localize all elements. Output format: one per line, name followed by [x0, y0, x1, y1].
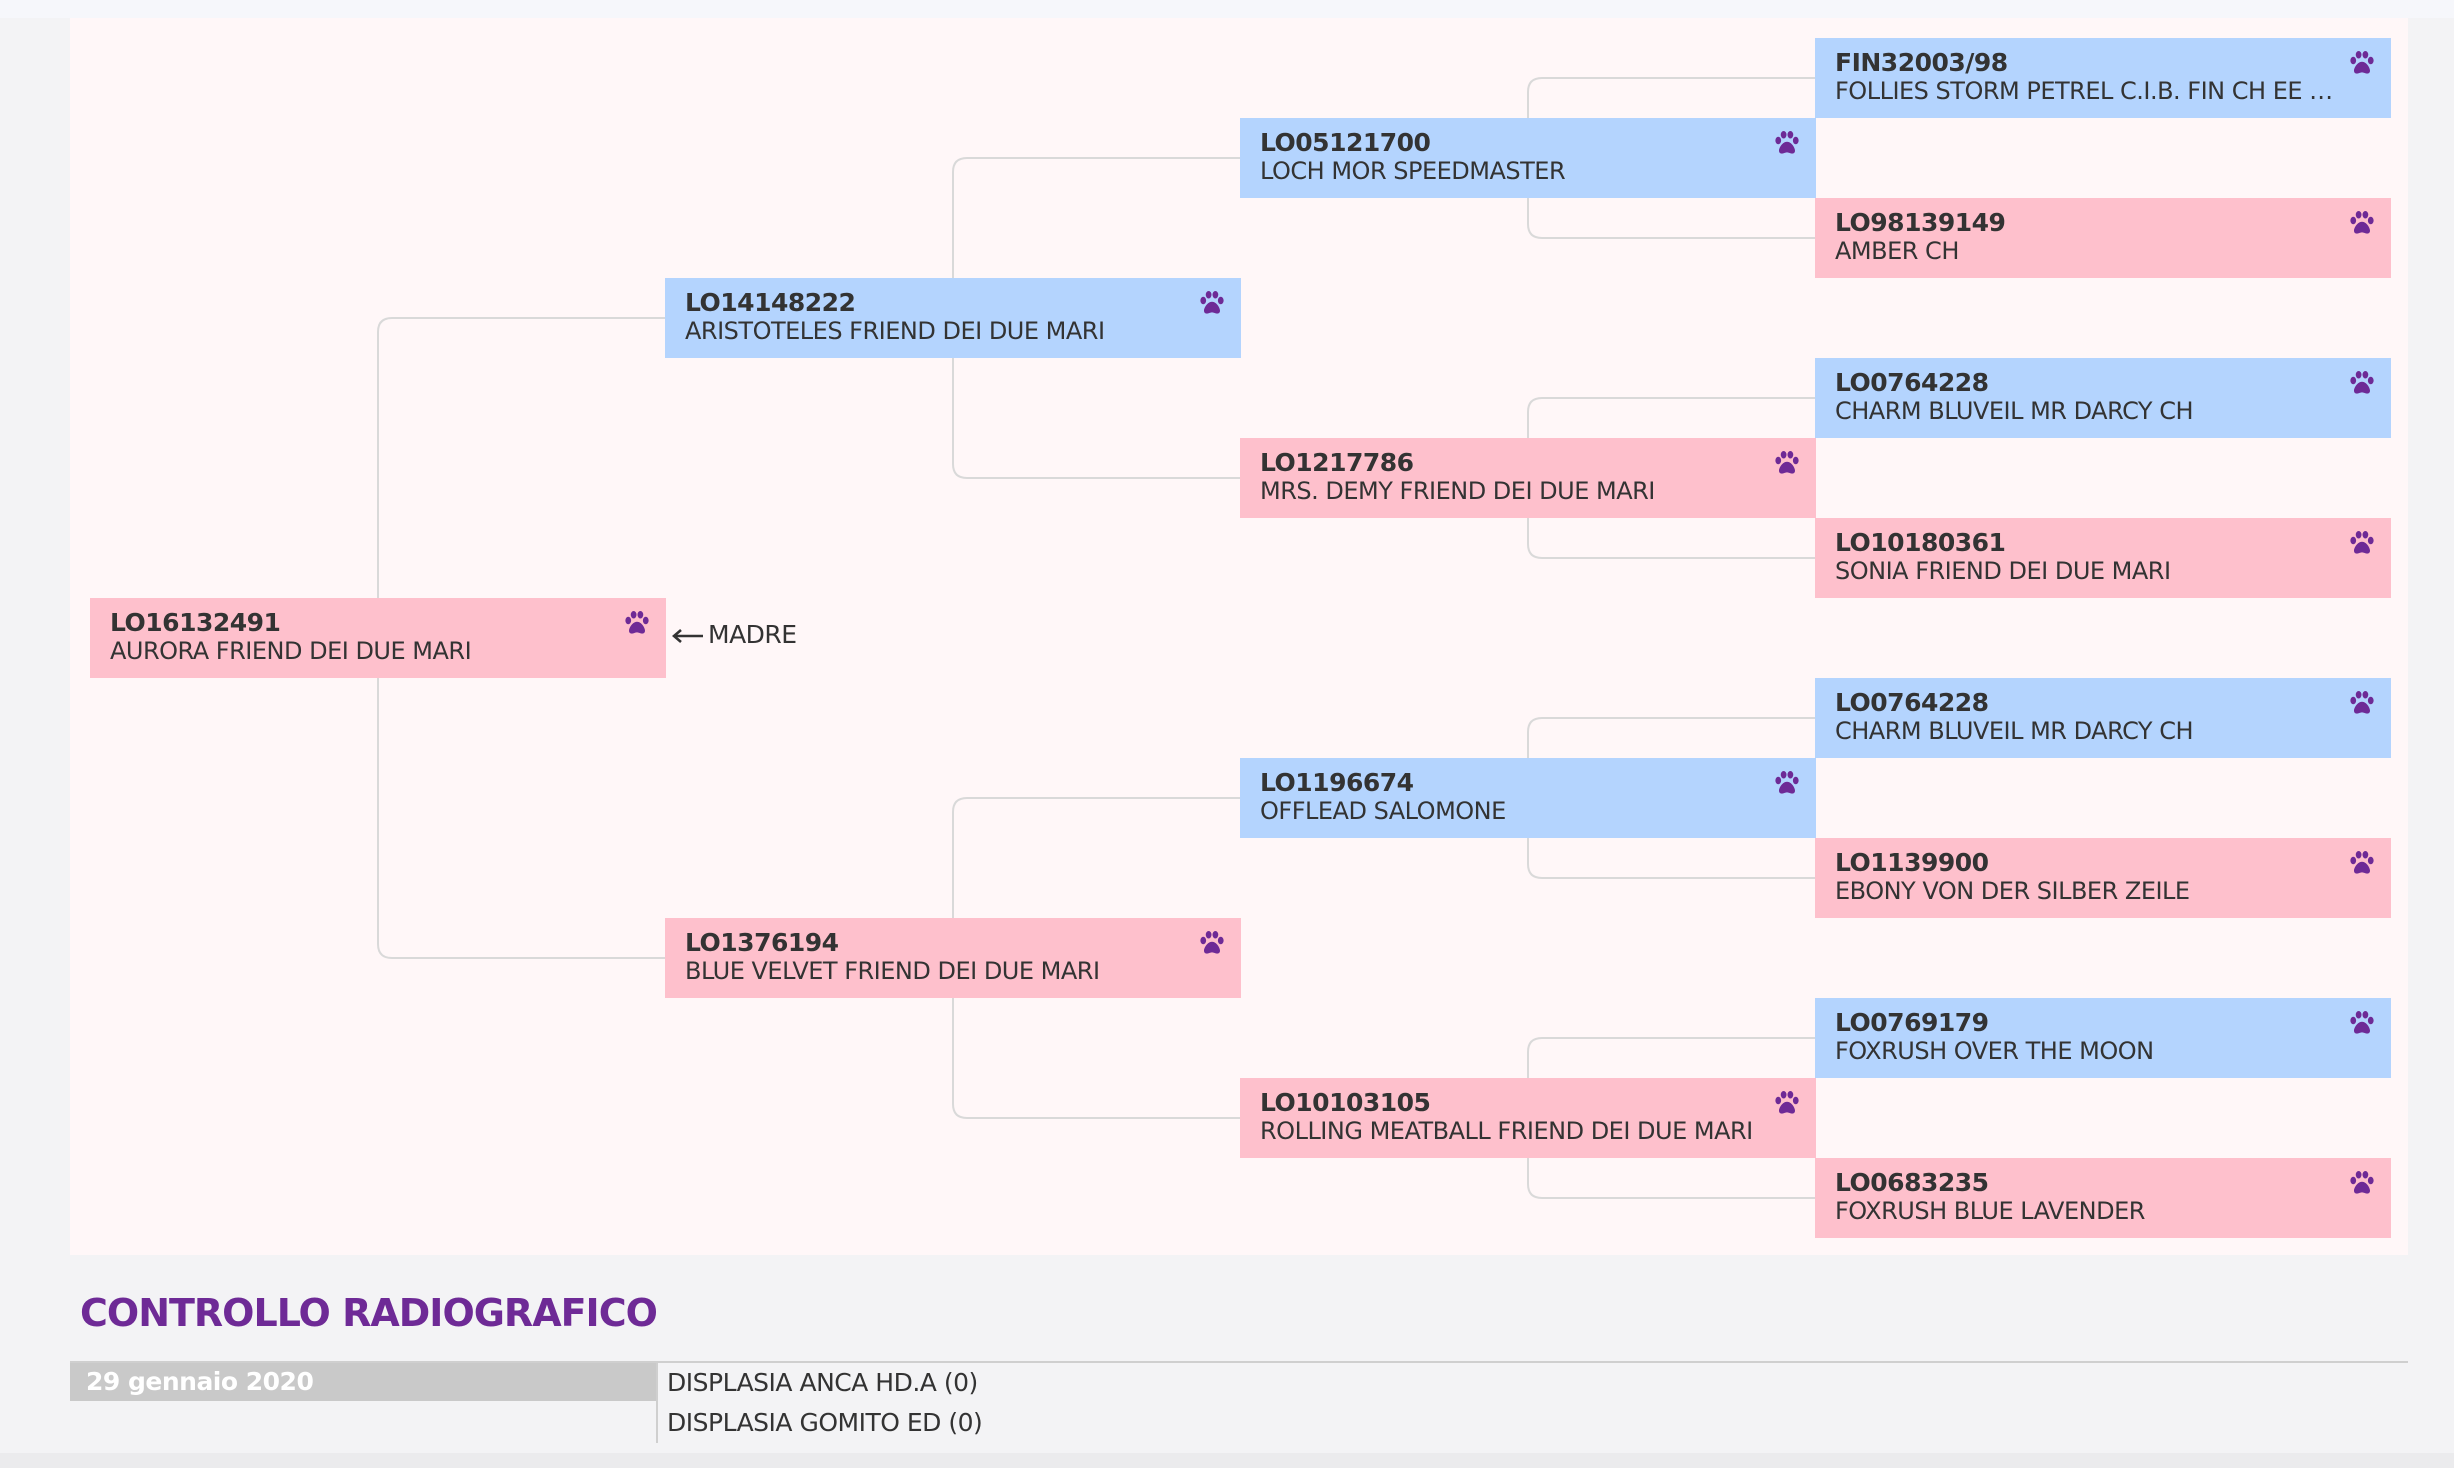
dog-name: CHARM BLUVEIL MR DARCY CH: [1835, 397, 2194, 425]
madre-text: MADRE: [708, 620, 797, 649]
dog-card-sire-dam[interactable]: LO1217786 MRS. DEMY FRIEND DEI DUE MARI: [1240, 438, 1816, 518]
dog-name: AURORA FRIEND DEI DUE MARI: [110, 637, 472, 665]
dog-card-sire[interactable]: LO14148222 ARISTOTELES FRIEND DEI DUE MA…: [665, 278, 1241, 358]
dog-registration: LO98139149: [1835, 208, 2006, 237]
dog-name: FOXRUSH OVER THE MOON: [1835, 1037, 2154, 1065]
connector-line: [1527, 1158, 1815, 1199]
dog-name: MRS. DEMY FRIEND DEI DUE MARI: [1260, 477, 1655, 505]
dog-name: FOXRUSH BLUE LAVENDER: [1835, 1197, 2145, 1225]
dog-registration: LO10180361: [1835, 528, 2006, 557]
dog-registration: LO0764228: [1835, 688, 1989, 717]
section-divider: [70, 1361, 2408, 1363]
xray-result-elbow: DISPLASIA GOMITO ED (0): [667, 1408, 983, 1437]
paw-icon[interactable]: [1772, 448, 1802, 478]
connector-line: [1527, 198, 1815, 239]
madre-label: MADRE: [672, 620, 797, 649]
dog-registration: LO16132491: [110, 608, 281, 637]
dog-card-dam-dam[interactable]: LO10103105 ROLLING MEATBALL FRIEND DEI D…: [1240, 1078, 1816, 1158]
connector-line: [1527, 77, 1815, 118]
dog-name: BLUE VELVET FRIEND DEI DUE MARI: [685, 957, 1100, 985]
dog-name: OFFLEAD SALOMONE: [1260, 797, 1506, 825]
paw-icon[interactable]: [2347, 208, 2377, 238]
dog-card-great-grandparent-7[interactable]: LO0769179 FOXRUSH OVER THE MOON: [1815, 998, 2391, 1078]
footer-band: [0, 1453, 2454, 1468]
paw-icon[interactable]: [1197, 928, 1227, 958]
dog-name: SONIA FRIEND DEI DUE MARI: [1835, 557, 2171, 585]
paw-icon[interactable]: [1772, 1088, 1802, 1118]
dog-registration: LO05121700: [1260, 128, 1431, 157]
dog-registration: LO1196674: [1260, 768, 1414, 797]
xray-results: DISPLASIA ANCA HD.A (0) DISPLASIA GOMITO…: [656, 1363, 2410, 1443]
paw-icon[interactable]: [1772, 768, 1802, 798]
paw-icon[interactable]: [1197, 288, 1227, 318]
connector-line: [377, 317, 665, 598]
connector-line: [1527, 838, 1815, 879]
xray-result-hip: DISPLASIA ANCA HD.A (0): [667, 1368, 978, 1397]
dog-card-great-grandparent-3[interactable]: LO0764228 CHARM BLUVEIL MR DARCY CH: [1815, 358, 2391, 438]
dog-registration: LO10103105: [1260, 1088, 1431, 1117]
connector-line: [377, 678, 665, 959]
dog-card-great-grandparent-2[interactable]: LO98139149 AMBER CH: [1815, 198, 2391, 278]
connector-line: [952, 797, 1240, 918]
dog-card-great-grandparent-5[interactable]: LO0764228 CHARM BLUVEIL MR DARCY CH: [1815, 678, 2391, 758]
arrow-left-icon: [672, 629, 703, 643]
dog-card-dam-sire[interactable]: LO1196674 OFFLEAD SALOMONE: [1240, 758, 1816, 838]
dog-registration: LO0764228: [1835, 368, 1989, 397]
paw-icon[interactable]: [2347, 848, 2377, 878]
paw-icon[interactable]: [622, 608, 652, 638]
connector-line: [952, 358, 1240, 479]
dog-card-dam[interactable]: LO1376194 BLUE VELVET FRIEND DEI DUE MAR…: [665, 918, 1241, 998]
paw-icon[interactable]: [2347, 368, 2377, 398]
connector-line: [952, 998, 1240, 1119]
dog-card-great-grandparent-8[interactable]: LO0683235 FOXRUSH BLUE LAVENDER: [1815, 1158, 2391, 1238]
xray-date: 29 gennaio 2020: [70, 1363, 656, 1401]
dog-registration: LO0683235: [1835, 1168, 1989, 1197]
paw-icon[interactable]: [2347, 1008, 2377, 1038]
dog-name: FOLLIES STORM PETREL C.I.B. FIN CH EE CH…: [1835, 77, 2339, 105]
top-bar: [0, 0, 2454, 18]
paw-icon[interactable]: [2347, 528, 2377, 558]
dog-card-sire-sire[interactable]: LO05121700 LOCH MOR SPEEDMASTER: [1240, 118, 1816, 198]
paw-icon[interactable]: [2347, 1168, 2377, 1198]
connector-line: [952, 157, 1240, 278]
dog-name: ARISTOTELES FRIEND DEI DUE MARI: [685, 317, 1105, 345]
paw-icon[interactable]: [1772, 128, 1802, 158]
dog-card-great-grandparent-6[interactable]: LO1139900 EBONY VON DER SILBER ZEILE: [1815, 838, 2391, 918]
dog-card-subject[interactable]: LO16132491 AURORA FRIEND DEI DUE MARI: [90, 598, 666, 678]
connector-line: [1527, 518, 1815, 559]
pedigree-connectors: [377, 77, 1815, 1199]
dog-name: AMBER CH: [1835, 237, 1959, 265]
pedigree-tree: LO16132491 AURORA FRIEND DEI DUE MARI LO…: [70, 18, 2408, 1255]
dog-name: EBONY VON DER SILBER ZEILE: [1835, 877, 2190, 905]
connector-line: [1527, 717, 1815, 758]
dog-registration: LO14148222: [685, 288, 856, 317]
connector-line: [1527, 1037, 1815, 1078]
dog-registration: LO1139900: [1835, 848, 1989, 877]
section-title-xray: CONTROLLO RADIOGRAFICO: [80, 1291, 658, 1335]
connector-line: [1527, 397, 1815, 438]
paw-icon[interactable]: [2347, 688, 2377, 718]
dog-name: ROLLING MEATBALL FRIEND DEI DUE MARI: [1260, 1117, 1753, 1145]
dog-card-great-grandparent-4[interactable]: LO10180361 SONIA FRIEND DEI DUE MARI: [1815, 518, 2391, 598]
dog-registration: LO1376194: [685, 928, 839, 957]
paw-icon[interactable]: [2347, 48, 2377, 78]
dog-card-great-grandparent-1[interactable]: FIN32003/98 FOLLIES STORM PETREL C.I.B. …: [1815, 38, 2391, 118]
dog-name: LOCH MOR SPEEDMASTER: [1260, 157, 1566, 185]
dog-registration: LO1217786: [1260, 448, 1414, 477]
dog-registration: LO0769179: [1835, 1008, 1989, 1037]
dog-name: CHARM BLUVEIL MR DARCY CH: [1835, 717, 2194, 745]
dog-registration: FIN32003/98: [1835, 48, 2008, 77]
